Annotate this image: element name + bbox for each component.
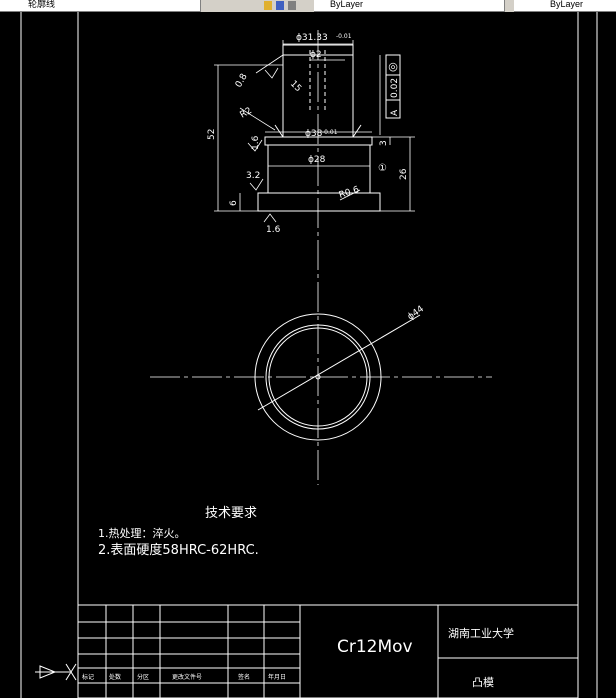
dim-shoulder-diameter: ϕ28: [308, 155, 326, 165]
dim-radius-bottom: R0.6: [338, 185, 361, 201]
sheet-frame: [20, 12, 598, 698]
dim-roughness-mid: 1.6: [251, 135, 261, 150]
tech-req-item1: 1.热处理：淬火。: [98, 526, 186, 540]
geo-tol-datum: A: [390, 109, 400, 116]
top-view: [150, 313, 492, 441]
dim-roughness-low: 3.2: [246, 171, 260, 181]
dim-circle-diameter: ϕ44: [406, 304, 426, 322]
dim-roughness-base: 1.6: [266, 225, 281, 235]
geometric-tolerance-frame: [385, 54, 401, 119]
dim-top-diameter-tol: -0.01: [336, 33, 352, 40]
tb-header-doc: 更改文件号: [172, 673, 202, 681]
datum-marker: ①: [378, 163, 387, 174]
layer-tool-icons[interactable]: [262, 0, 302, 11]
dim-top-diameter: ϕ31.33: [296, 33, 328, 43]
layer-control[interactable]: 轮廓线: [0, 0, 201, 12]
geo-tol-symbol: ◎: [388, 60, 398, 73]
tb-header-zone: 分区: [137, 673, 149, 681]
dim-lower-height: 26: [399, 168, 409, 180]
tb-material: Cr12Mov: [337, 637, 413, 657]
ucs-icon: [35, 663, 77, 681]
front-view: [257, 30, 381, 485]
dim-overall-height: 52: [207, 129, 217, 140]
drawing-canvas[interactable]: ◎ 0.02 A ϕ31.33 -0.01 ϕ2 0.8 15 R2 ϕ38 -…: [0, 12, 616, 698]
tb-header-mark: 标记: [82, 673, 94, 681]
lineweight-dropdown[interactable]: ByLayer: [514, 0, 616, 12]
dim-step-height: 3: [379, 140, 389, 146]
tb-header-sign: 签名: [238, 673, 250, 681]
title-block-headers: 标记 处数 分区 更改文件号 签名 年月日: [82, 673, 286, 681]
color-dropdown[interactable]: ByLayer: [314, 0, 505, 12]
tb-school: 湖南工业大学: [448, 626, 514, 640]
properties-toolbar: 轮廓线 ByLayer ByLayer: [0, 0, 616, 12]
dim-angle: 15: [288, 79, 303, 94]
dim-mid-diameter: ϕ38: [305, 129, 323, 139]
dimension-texts: ϕ31.33 -0.01 ϕ2 0.8 15 R2 ϕ38 -0.01 ϕ28 …: [207, 33, 426, 322]
dim-inner-diameter: ϕ2: [310, 50, 322, 60]
dim-base-height: 6: [229, 200, 239, 206]
title-block: [77, 604, 579, 698]
color-dropdown-value: ByLayer: [330, 0, 364, 9]
layer-state-icon[interactable]: [262, 0, 302, 11]
dim-mid-diameter-tol: -0.01: [322, 129, 338, 136]
dim-chamfer-top: 0.8: [234, 72, 250, 90]
tb-header-count: 处数: [109, 673, 121, 681]
geo-tol-value: 0.02: [390, 78, 400, 98]
tech-req-item2: 2.表面硬度58HRC-62HRC.: [98, 542, 259, 558]
tb-part-name: 凸模: [472, 676, 494, 689]
layer-name: 轮廓线: [28, 0, 56, 9]
lineweight-dropdown-value: ByLayer: [550, 0, 584, 9]
tb-header-date: 年月日: [268, 673, 286, 681]
tech-req-title: 技术要求: [205, 506, 257, 521]
roughness-symbols: [247, 67, 279, 223]
dimension-lines: [214, 40, 415, 212]
